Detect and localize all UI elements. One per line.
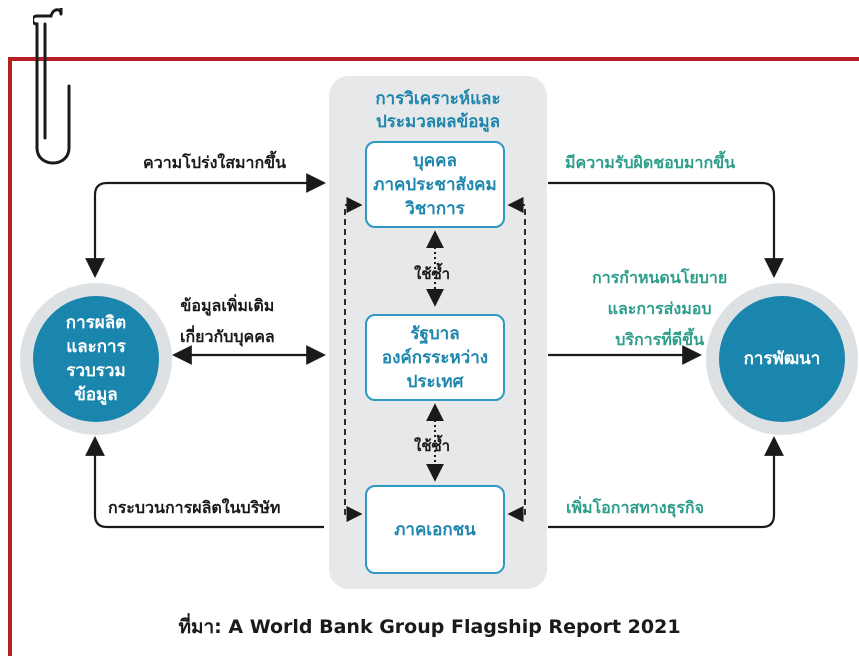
box-government-line-2: องค์กรระหว่าง — [381, 347, 489, 368]
source-caption: ที่มา: A World Bank Group Flagship Repor… — [178, 616, 681, 638]
panel-title-line-2: ประมวลผลข้อมูล — [375, 112, 501, 132]
left-circle-line-3: รวบรวม — [66, 361, 126, 381]
box-individual-line-1: บุคคล — [413, 150, 457, 171]
frame-left-border — [8, 57, 12, 656]
left-circle-line-2: และการ — [66, 337, 126, 357]
label-more-data: ข้อมูลเพิ่มเติม เกี่ยวกับบุคคล — [180, 290, 275, 352]
circle-development: การพัฒนา — [719, 296, 845, 422]
box-government-line-1: รัฐบาล — [410, 323, 460, 344]
box-private-line-1: ภาคเอกชน — [394, 519, 476, 540]
circle-data-production: การผลิต และการ รวบรวม ข้อมูล — [33, 296, 159, 422]
label-policy-line-3: บริการที่ดีขึ้น — [615, 330, 705, 349]
paperclip-icon — [33, 8, 71, 165]
label-transparency: ความโปร่งใสมากขึ้น — [143, 153, 287, 172]
box-private-sector: ภาคเอกชน — [365, 485, 505, 574]
label-production-process: กระบวนการผลิตในบริษัท — [108, 498, 281, 517]
right-circle-line-1: การพัฒนา — [743, 349, 821, 369]
label-policy-line-2: และการส่งมอบ — [607, 299, 712, 318]
frame-top-border — [8, 57, 859, 61]
label-policy-delivery: การกำหนดนโยบาย และการส่งมอบ บริการที่ดีข… — [592, 262, 727, 355]
label-accountability: มีความรับผิดชอบมากขึ้น — [565, 153, 735, 172]
box-government-line-3: ประเทศ — [406, 371, 464, 392]
left-circle-line-4: ข้อมูล — [74, 385, 118, 405]
label-more-data-line-1: ข้อมูลเพิ่มเติม — [180, 296, 275, 315]
box-individual-line-2: ภาคประชาสังคม — [373, 174, 497, 195]
box-individual-line-3: วิชาการ — [405, 198, 465, 219]
reuse-label-lower: ใช้ซ้ำ — [414, 437, 451, 455]
panel-title: การวิเคราะห์และ ประมวลผลข้อมูล — [329, 88, 547, 134]
label-more-data-line-2: เกี่ยวกับบุคคล — [180, 327, 275, 346]
box-government-intl-org: รัฐบาล องค์กรระหว่าง ประเทศ — [365, 314, 505, 401]
reuse-label-upper: ใช้ซ้ำ — [414, 265, 451, 283]
left-circle-line-1: การผลิต — [65, 313, 127, 333]
label-policy-line-1: การกำหนดนโยบาย — [592, 268, 728, 287]
label-business-opportunity: เพิ่มโอกาสทางธุรกิจ — [566, 498, 704, 517]
panel-title-line-1: การวิเคราะห์และ — [375, 89, 501, 109]
box-individual-civil-academic: บุคคล ภาคประชาสังคม วิชาการ — [365, 141, 505, 228]
